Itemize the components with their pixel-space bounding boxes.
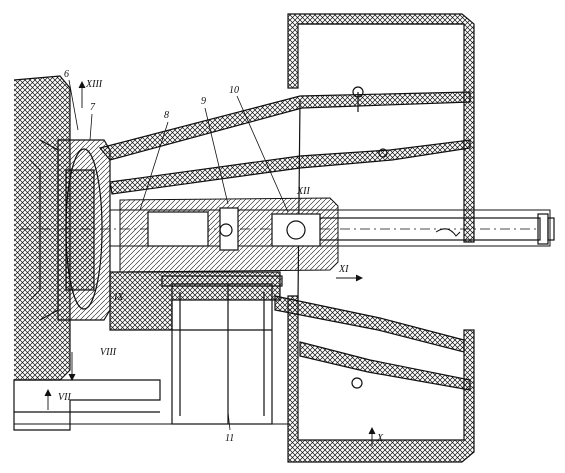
callout-ix: IX [113,292,124,303]
callout-9: 9 [201,96,206,107]
callout-11: 11 [225,433,234,444]
section-arrows [44,80,376,446]
callout-xii: XII [296,186,310,197]
callout-xi: XI [338,264,349,275]
callout-8: 8 [164,110,169,121]
callout-10: 10 [229,85,239,96]
callout-vii: VII [58,392,71,403]
exhaust-casing [287,13,475,463]
callout-6: 6 [64,69,69,80]
turbine-rotor [13,75,111,381]
callout-labels: 6 XIII 7 8 9 10 XII XI IX VIII VII 11 X [58,69,384,444]
callout-xiii: XIII [85,79,103,90]
lower-exhaust-cone [274,295,471,391]
callout-viii: VIII [100,347,117,358]
bearing-housing [119,197,339,273]
leader-lines [68,79,289,431]
callout-7: 7 [90,102,96,113]
callout-x: X [376,433,384,444]
